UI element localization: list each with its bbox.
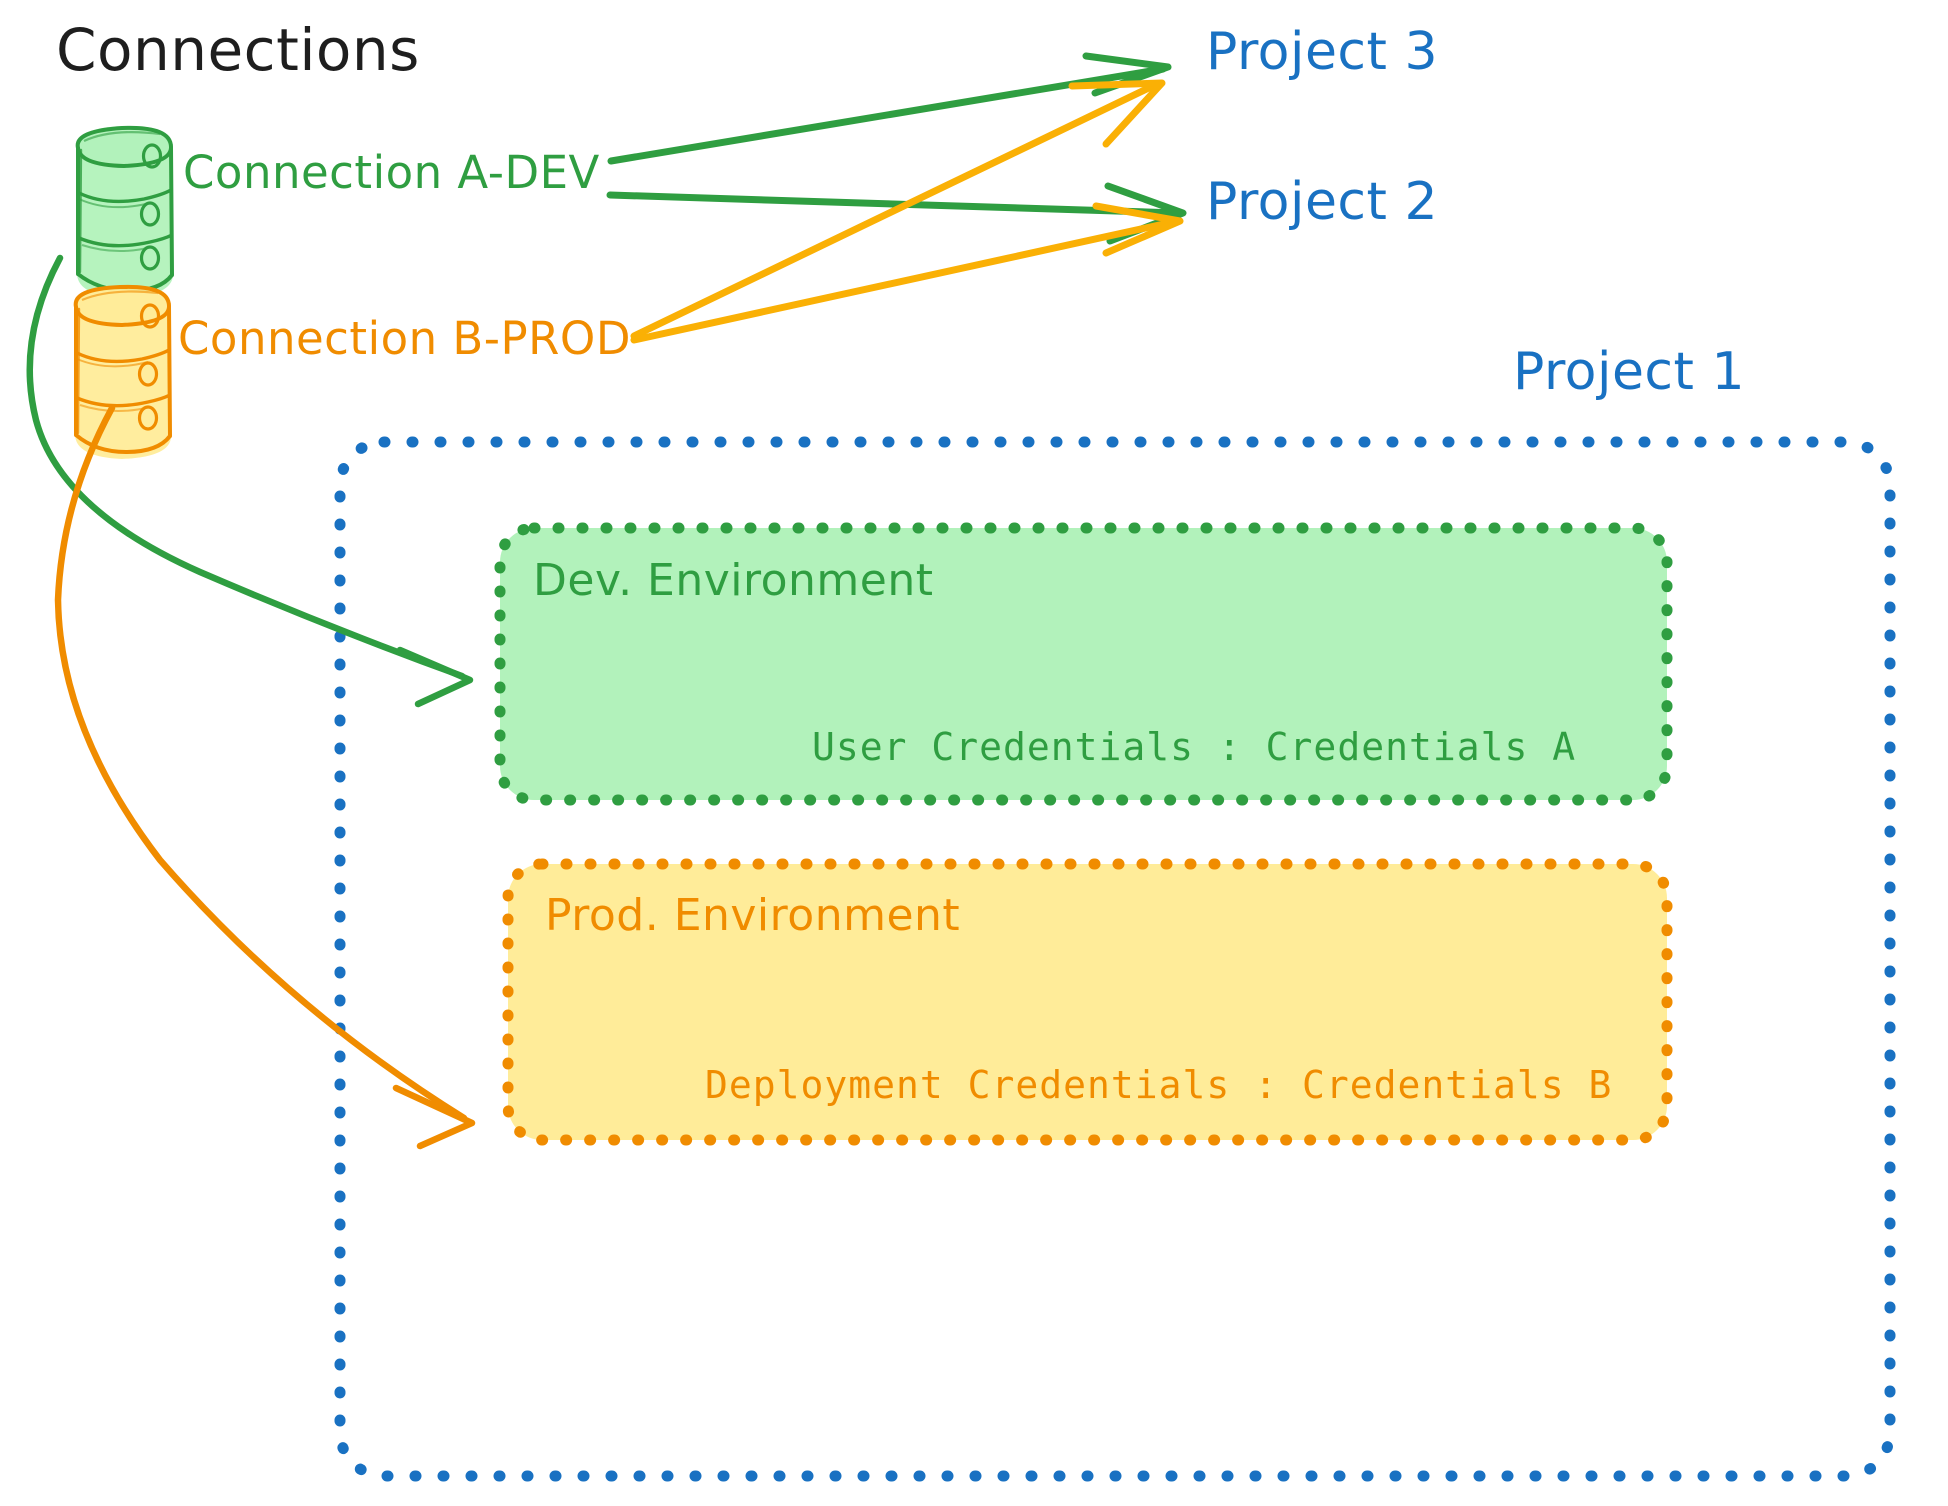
- project-3-label: Project 3: [1206, 22, 1439, 82]
- edge-b-to-prod-environment: [54, 404, 476, 1150]
- prod-environment-box: [502, 858, 1673, 1146]
- dev-environment-title: Dev. Environment: [533, 555, 934, 606]
- edge-a-to-dev-environment: [26, 254, 474, 708]
- project1-container-border: [334, 436, 1896, 1482]
- edge-b-to-project3: [630, 79, 1166, 340]
- prod-environment-title: Prod. Environment: [545, 890, 961, 941]
- page-title: Connections: [56, 16, 420, 84]
- connection-a-dev-label: Connection A-DEV: [183, 146, 600, 199]
- dev-environment-credentials: User Credentials : Credentials A: [812, 725, 1577, 769]
- prod-environment-credentials: Deployment Credentials : Credentials B: [705, 1063, 1613, 1107]
- edge-b-to-project2: [630, 202, 1184, 344]
- connection-b-prod-label: Connection B-PROD: [178, 312, 632, 365]
- project-2-label: Project 2: [1206, 172, 1439, 232]
- database-cylinder-icon-green: [75, 125, 174, 298]
- dev-environment-box: [494, 522, 1673, 806]
- database-cylinder-icon-orange: [73, 284, 172, 459]
- edge-a-to-project3: [607, 52, 1172, 165]
- project-1-label: Project 1: [1513, 342, 1746, 402]
- edge-a-to-project2: [606, 182, 1187, 245]
